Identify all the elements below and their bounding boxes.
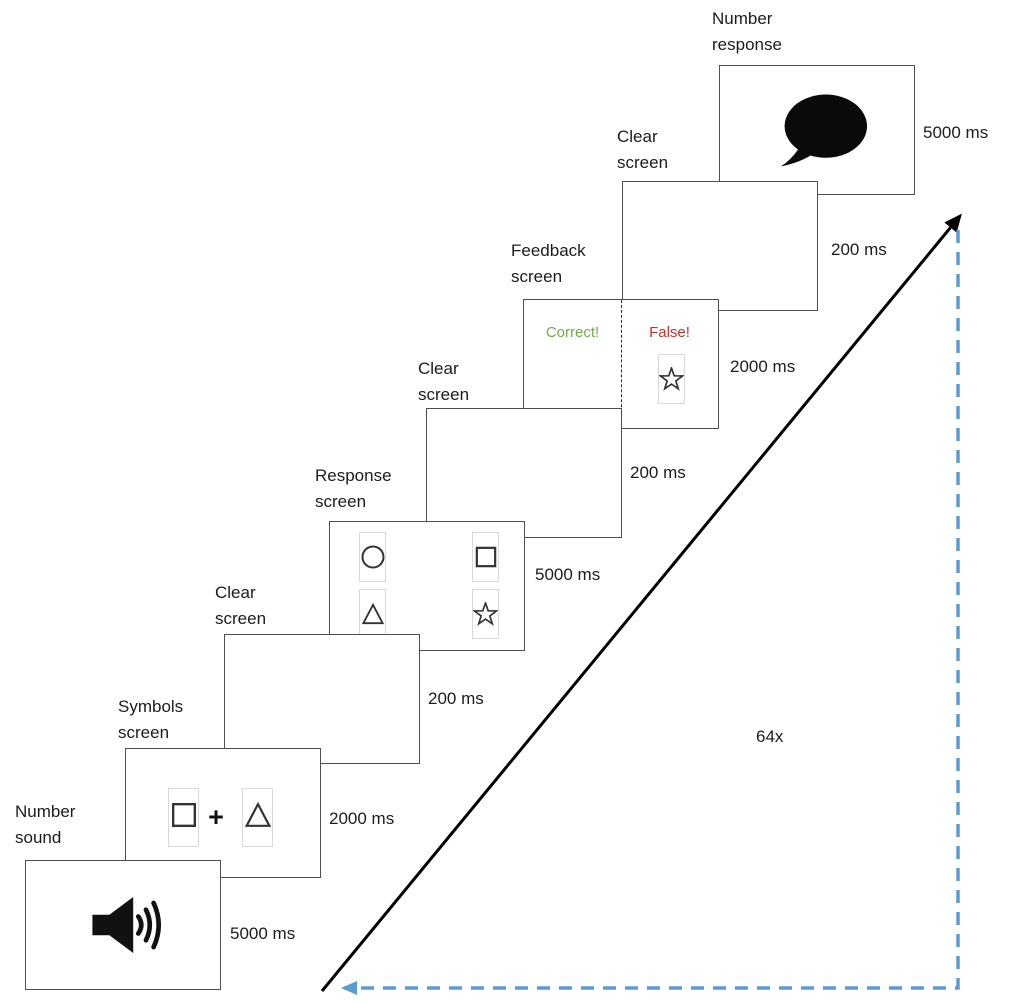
duration-number-response: 5000 ms xyxy=(923,123,989,142)
plus-icon: + xyxy=(208,802,224,832)
duration-symbols: 2000 ms xyxy=(329,809,395,828)
trial-sequence-arrow xyxy=(320,213,962,992)
response-option-cell xyxy=(359,589,386,639)
response-option-cell xyxy=(359,532,386,582)
feedback-divider xyxy=(621,300,622,427)
square-icon xyxy=(171,802,196,828)
screen-label-clear-2: Clear screen xyxy=(418,359,470,404)
screen-number-sound xyxy=(25,860,221,990)
response-option-cell xyxy=(472,589,499,639)
repeat-loop-arrow xyxy=(341,230,960,995)
feedback-symbol-cell xyxy=(658,354,685,404)
duration-clear-1: 200 ms xyxy=(428,689,484,708)
duration-clear-3: 200 ms xyxy=(831,240,887,259)
screen-symbols: + xyxy=(125,748,321,878)
false-feedback-text: False! xyxy=(649,324,690,341)
square-icon xyxy=(475,546,496,568)
star-icon xyxy=(473,602,498,626)
triangle-icon xyxy=(244,802,271,827)
screen-label-feedback: Feedback screen xyxy=(511,241,586,286)
screen-feedback: Correct! False! xyxy=(523,299,719,429)
screen-label-response: Response screen xyxy=(315,466,392,511)
screen-clear-1 xyxy=(224,634,420,764)
duration-clear-2: 200 ms xyxy=(630,463,686,482)
star-icon xyxy=(659,367,684,391)
loop-count-label: 64x xyxy=(756,727,784,746)
duration-response: 5000 ms xyxy=(535,565,601,584)
speech-bubble-icon xyxy=(780,94,868,167)
screen-label-number-response: Number response xyxy=(712,9,782,54)
screen-label-symbols: Symbols screen xyxy=(118,697,184,742)
duration-number-sound: 5000 ms xyxy=(230,924,296,943)
screen-clear-2 xyxy=(426,408,622,538)
screen-label-clear-1: Clear screen xyxy=(215,583,267,628)
triangle-icon xyxy=(361,603,384,625)
screen-label-number-sound: Number sound xyxy=(15,802,76,847)
symbol-cell xyxy=(242,788,273,847)
screen-clear-3 xyxy=(622,181,818,311)
speaker-icon xyxy=(92,896,162,954)
screen-number-response xyxy=(719,65,915,195)
correct-feedback-text: Correct! xyxy=(545,324,600,341)
duration-feedback: 2000 ms xyxy=(730,357,796,376)
screen-response xyxy=(329,521,525,651)
circle-icon xyxy=(361,545,384,569)
response-option-cell xyxy=(472,532,499,582)
symbol-cell xyxy=(168,788,199,847)
screen-label-clear-3: Clear screen xyxy=(617,127,669,172)
